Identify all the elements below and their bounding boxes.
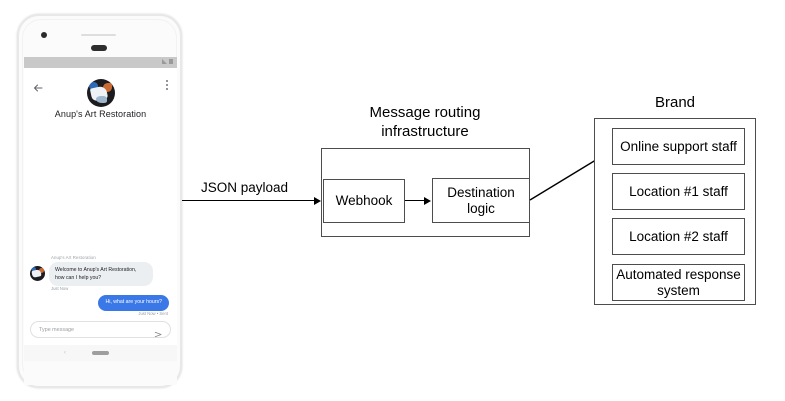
kebab-menu-icon[interactable] — [166, 80, 168, 90]
routing-infrastructure-title: Message routing infrastructure — [369, 104, 481, 140]
phone-chin — [24, 361, 177, 385]
brand-title: Brand — [654, 94, 696, 111]
brand-item-automated-response-system[interactable]: Automated response system — [612, 264, 745, 301]
status-bar-icons — [162, 59, 173, 64]
incoming-message-sender: Anup's Art Restoration — [51, 255, 96, 260]
send-icon[interactable] — [154, 326, 163, 338]
page-title: Anup's Art Restoration — [54, 109, 147, 119]
brand-item-online-support-staff[interactable]: Online support staff — [612, 128, 745, 165]
message-input-placeholder: Type message — [39, 327, 75, 333]
proximity-sensor-icon — [91, 45, 107, 51]
avatar — [86, 79, 115, 107]
outgoing-message-timestamp: Just Now • Sent — [138, 311, 168, 316]
destination-logic-node[interactable]: Destination logic — [432, 178, 530, 223]
status-bar — [24, 57, 177, 68]
battery-icon — [169, 59, 173, 64]
webhook-node[interactable]: Webhook — [323, 179, 405, 223]
incoming-message-bubble: Welcome to Anup's Art Restoration, how c… — [49, 262, 153, 287]
webhook-to-destination-line — [405, 200, 426, 202]
earpiece-speaker-icon — [81, 34, 116, 36]
incoming-message-timestamp: Just Now — [51, 286, 69, 291]
brand-item-location-1-staff[interactable]: Location #1 staff — [612, 173, 745, 210]
brand-item-location-2-staff[interactable]: Location #2 staff — [612, 218, 745, 255]
phone-screen: Anup's Art Restoration Anup's Art Restor… — [24, 57, 177, 345]
android-nav-bar: ‹ — [24, 345, 177, 361]
front-camera-icon — [41, 32, 47, 38]
chat-header: Anup's Art Restoration — [24, 68, 177, 126]
nav-home-pill-icon[interactable] — [92, 351, 109, 355]
json-payload-label: JSON payload — [201, 180, 289, 195]
phone-mockup: Anup's Art Restoration Anup's Art Restor… — [17, 14, 182, 388]
outgoing-message-bubble: Hi, what are your hours? — [98, 295, 169, 311]
message-input[interactable]: Type message — [30, 321, 171, 338]
incoming-message-avatar — [30, 266, 45, 281]
back-arrow-icon[interactable] — [32, 81, 44, 93]
json-payload-arrow-head — [314, 196, 321, 205]
webhook-to-destination-arrow-head — [424, 196, 431, 205]
signal-triangle-icon — [162, 59, 167, 64]
json-payload-arrow-line — [182, 200, 315, 202]
nav-back-chevron-icon[interactable]: ‹ — [64, 350, 66, 356]
